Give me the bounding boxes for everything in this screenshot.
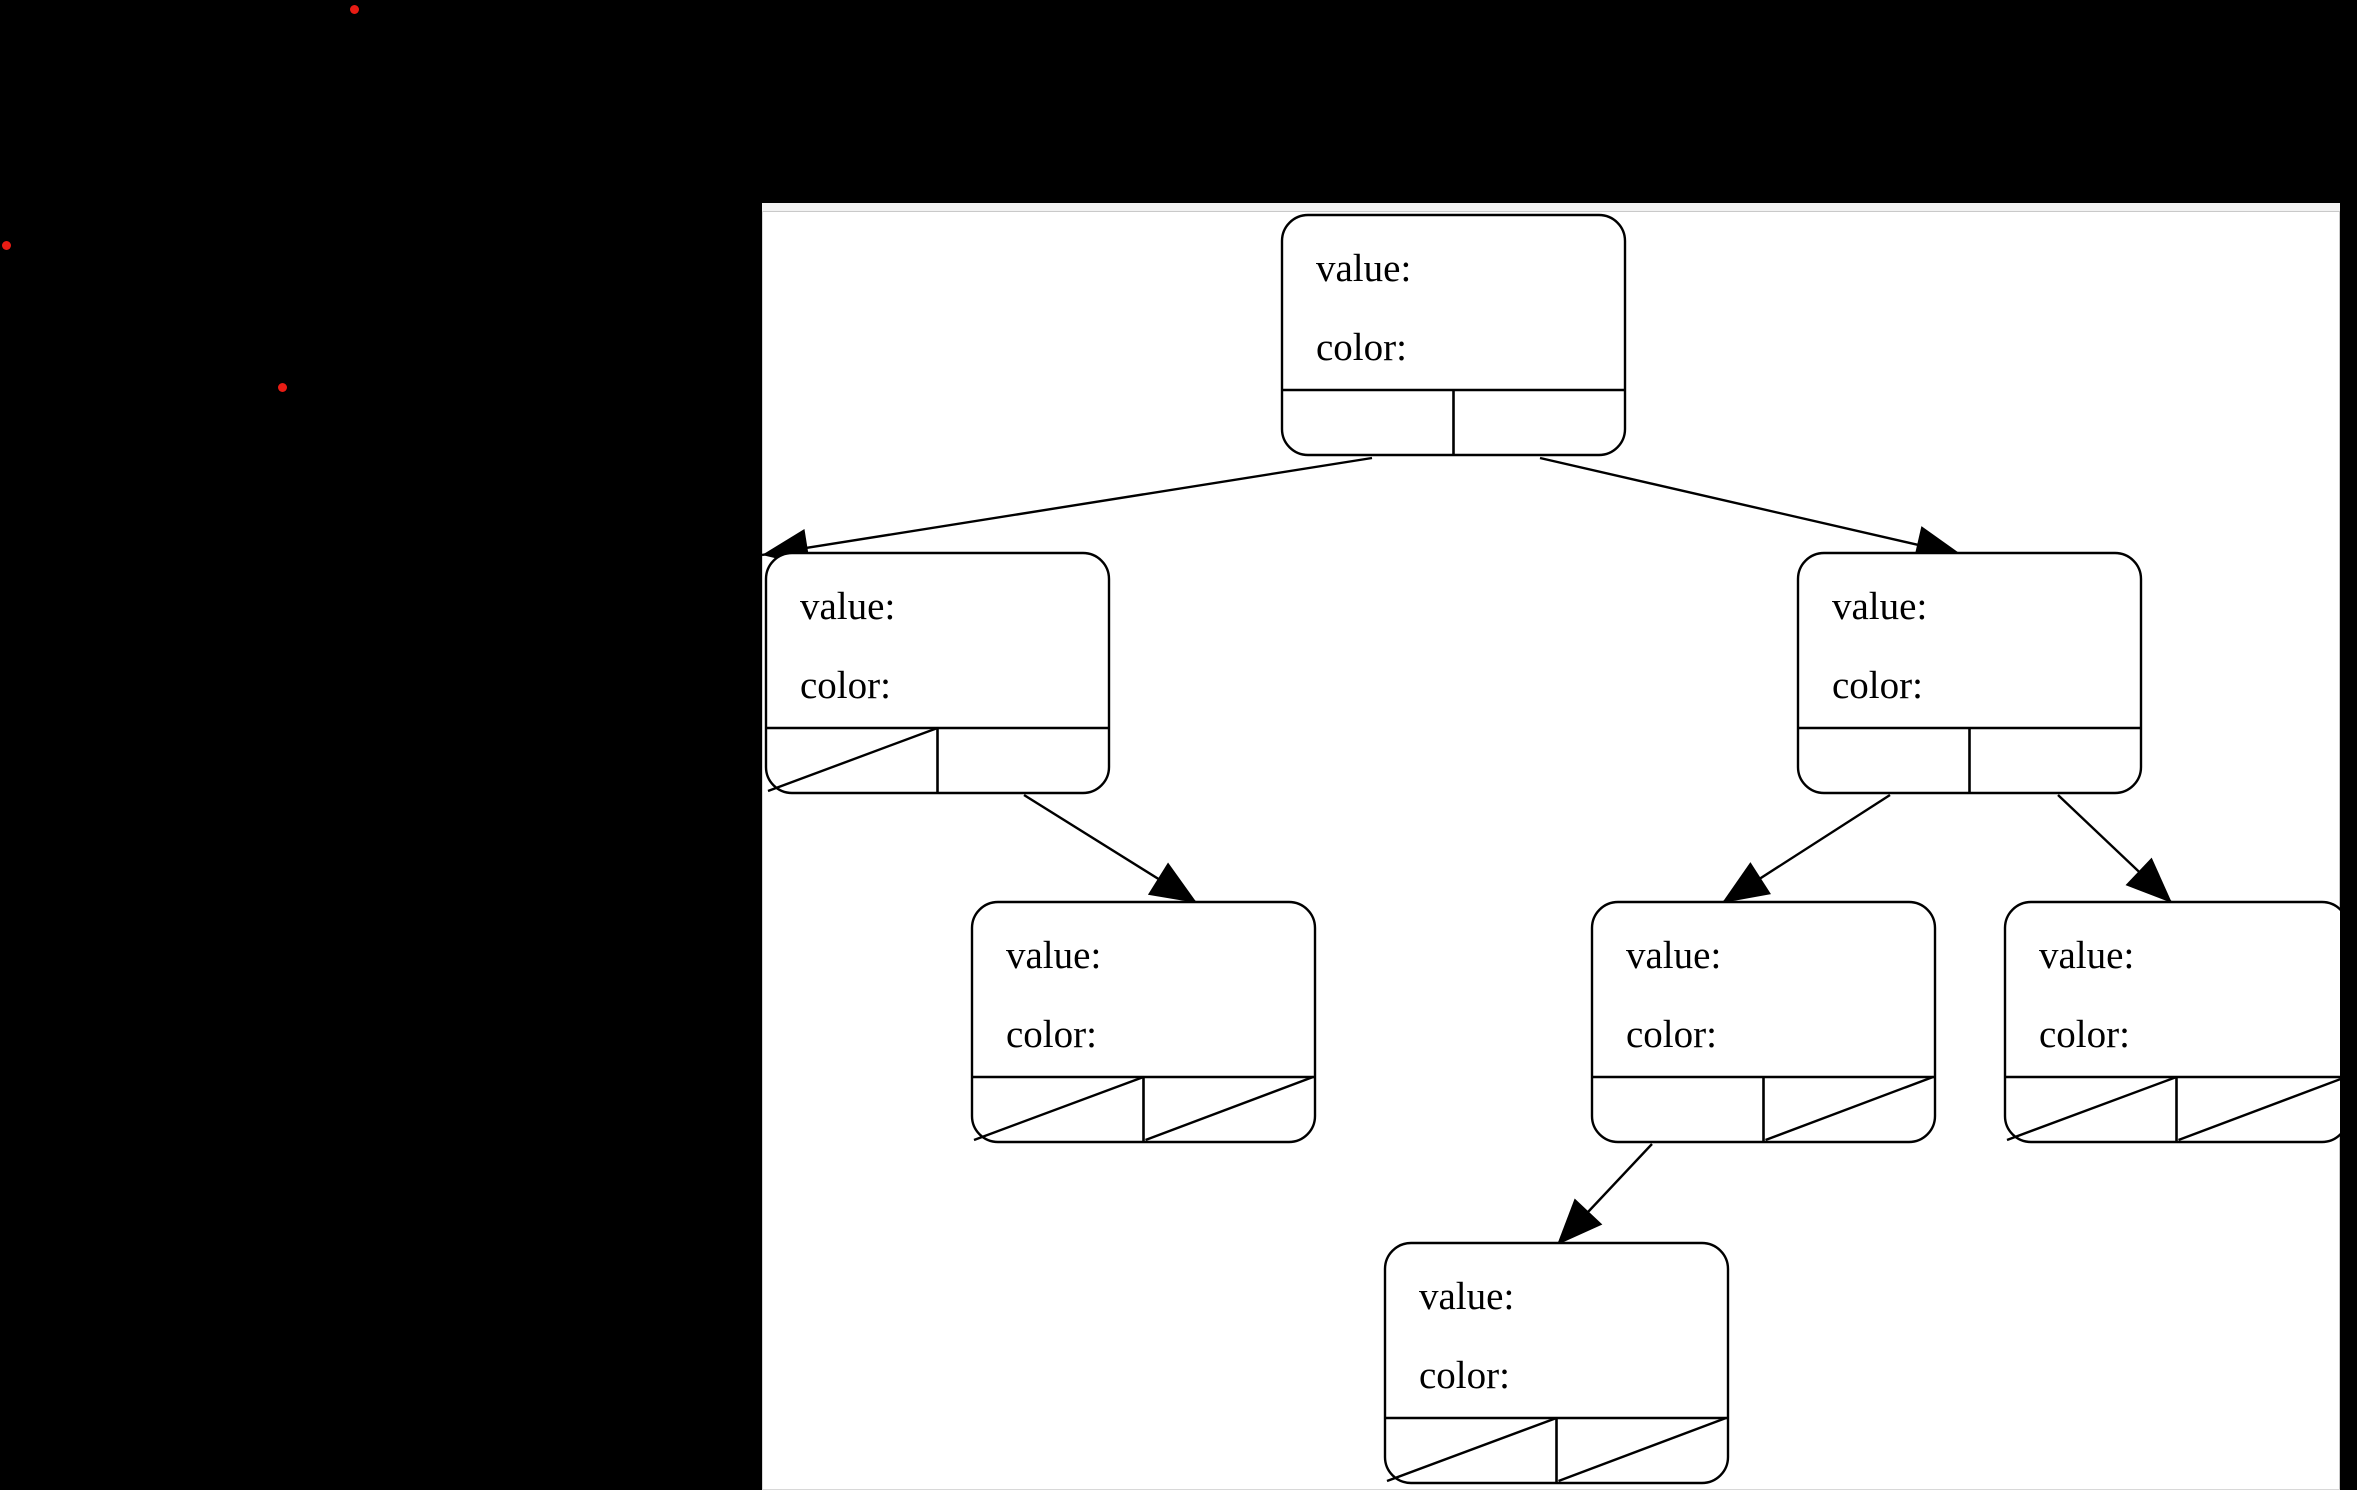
- edge-root-right-line: [1539, 456, 1963, 557]
- tree-node-right-left-color-label: color:: [1626, 1013, 1717, 1056]
- tree-node-right[interactable]: value: color:: [1796, 551, 2143, 795]
- edge-right-left: [1721, 793, 1891, 905]
- tree-node-left-right-value-label: value:: [1006, 934, 1101, 977]
- marker-dot-top: [350, 5, 359, 14]
- tree-node-right-right-value-label: value:: [2039, 934, 2134, 977]
- tree-node-bottom-right-null-slash: [1558, 1416, 1727, 1483]
- diagram-panel[interactable]: value:color:value:color:value:color:valu…: [762, 203, 2340, 1490]
- tree-node-left-right[interactable]: value: color:: [970, 900, 1317, 1144]
- marker-dot-middle: [278, 383, 287, 392]
- tree-node-right-value-label: value:: [1832, 585, 1927, 628]
- tree-nodes-layer: value:color:value:color:value:color:valu…: [764, 213, 2340, 1485]
- edge-root-left-line: [762, 456, 1373, 557]
- tree-node-root-value-label: value:: [1316, 247, 1411, 290]
- tree-node-left-left-null-slash: [767, 726, 938, 793]
- panel-left-edge: [762, 211, 763, 1490]
- tree-node-bottom-color-label: color:: [1419, 1354, 1510, 1397]
- tree-node-left-right-right-null-slash: [1145, 1075, 1314, 1142]
- edge-root-right: [1539, 456, 1963, 564]
- tree-node-bottom-left-null-slash: [1386, 1416, 1557, 1483]
- tree-node-left[interactable]: value: color:: [764, 551, 1111, 795]
- panel-right-edge: [2339, 211, 2340, 1490]
- marker-dot-left: [2, 241, 11, 250]
- tree-node-right-color-label: color:: [1832, 664, 1923, 707]
- tree-node-right-right[interactable]: value: color:: [2003, 900, 2340, 1144]
- tree-node-right-right-color-label: color:: [2039, 1013, 2130, 1056]
- tree-node-root[interactable]: value: color:: [1280, 213, 1627, 457]
- tree-node-right-left-value-label: value:: [1626, 934, 1721, 977]
- panel-top-bar: [762, 203, 2340, 212]
- edge-right-left-arrowhead: [1722, 862, 1771, 903]
- tree-edges-layer: [762, 456, 2173, 1246]
- tree-node-left-right-left-null-slash: [973, 1075, 1144, 1142]
- binary-tree-diagram: value:color:value:color:value:color:valu…: [762, 213, 2340, 1485]
- tree-node-left-right-color-label: color:: [1006, 1013, 1097, 1056]
- edge-left-right: [1023, 793, 1198, 905]
- edge-right-right: [2057, 794, 2173, 904]
- tree-node-left-color-label: color:: [800, 664, 891, 707]
- tree-node-bottom[interactable]: value: color:: [1383, 1241, 1730, 1485]
- edge-left-right-arrowhead: [1147, 862, 1197, 903]
- tree-node-bottom-value-label: value:: [1419, 1275, 1514, 1318]
- tree-node-root-color-label: color:: [1316, 326, 1407, 369]
- tree-node-right-left-right-null-slash: [1765, 1075, 1934, 1142]
- tree-node-right-right-right-null-slash: [2178, 1077, 2340, 1142]
- tree-node-right-left[interactable]: value: color:: [1590, 900, 1937, 1144]
- edge-rightleft-bottom-arrowhead: [1557, 1198, 1603, 1245]
- edge-right-right-arrowhead: [2125, 857, 2172, 903]
- tree-node-right-right-left-null-slash: [2006, 1075, 2177, 1142]
- edge-root-left: [762, 456, 1373, 567]
- tree-node-left-value-label: value:: [800, 585, 895, 628]
- edge-rightleft-bottom: [1556, 1143, 1653, 1246]
